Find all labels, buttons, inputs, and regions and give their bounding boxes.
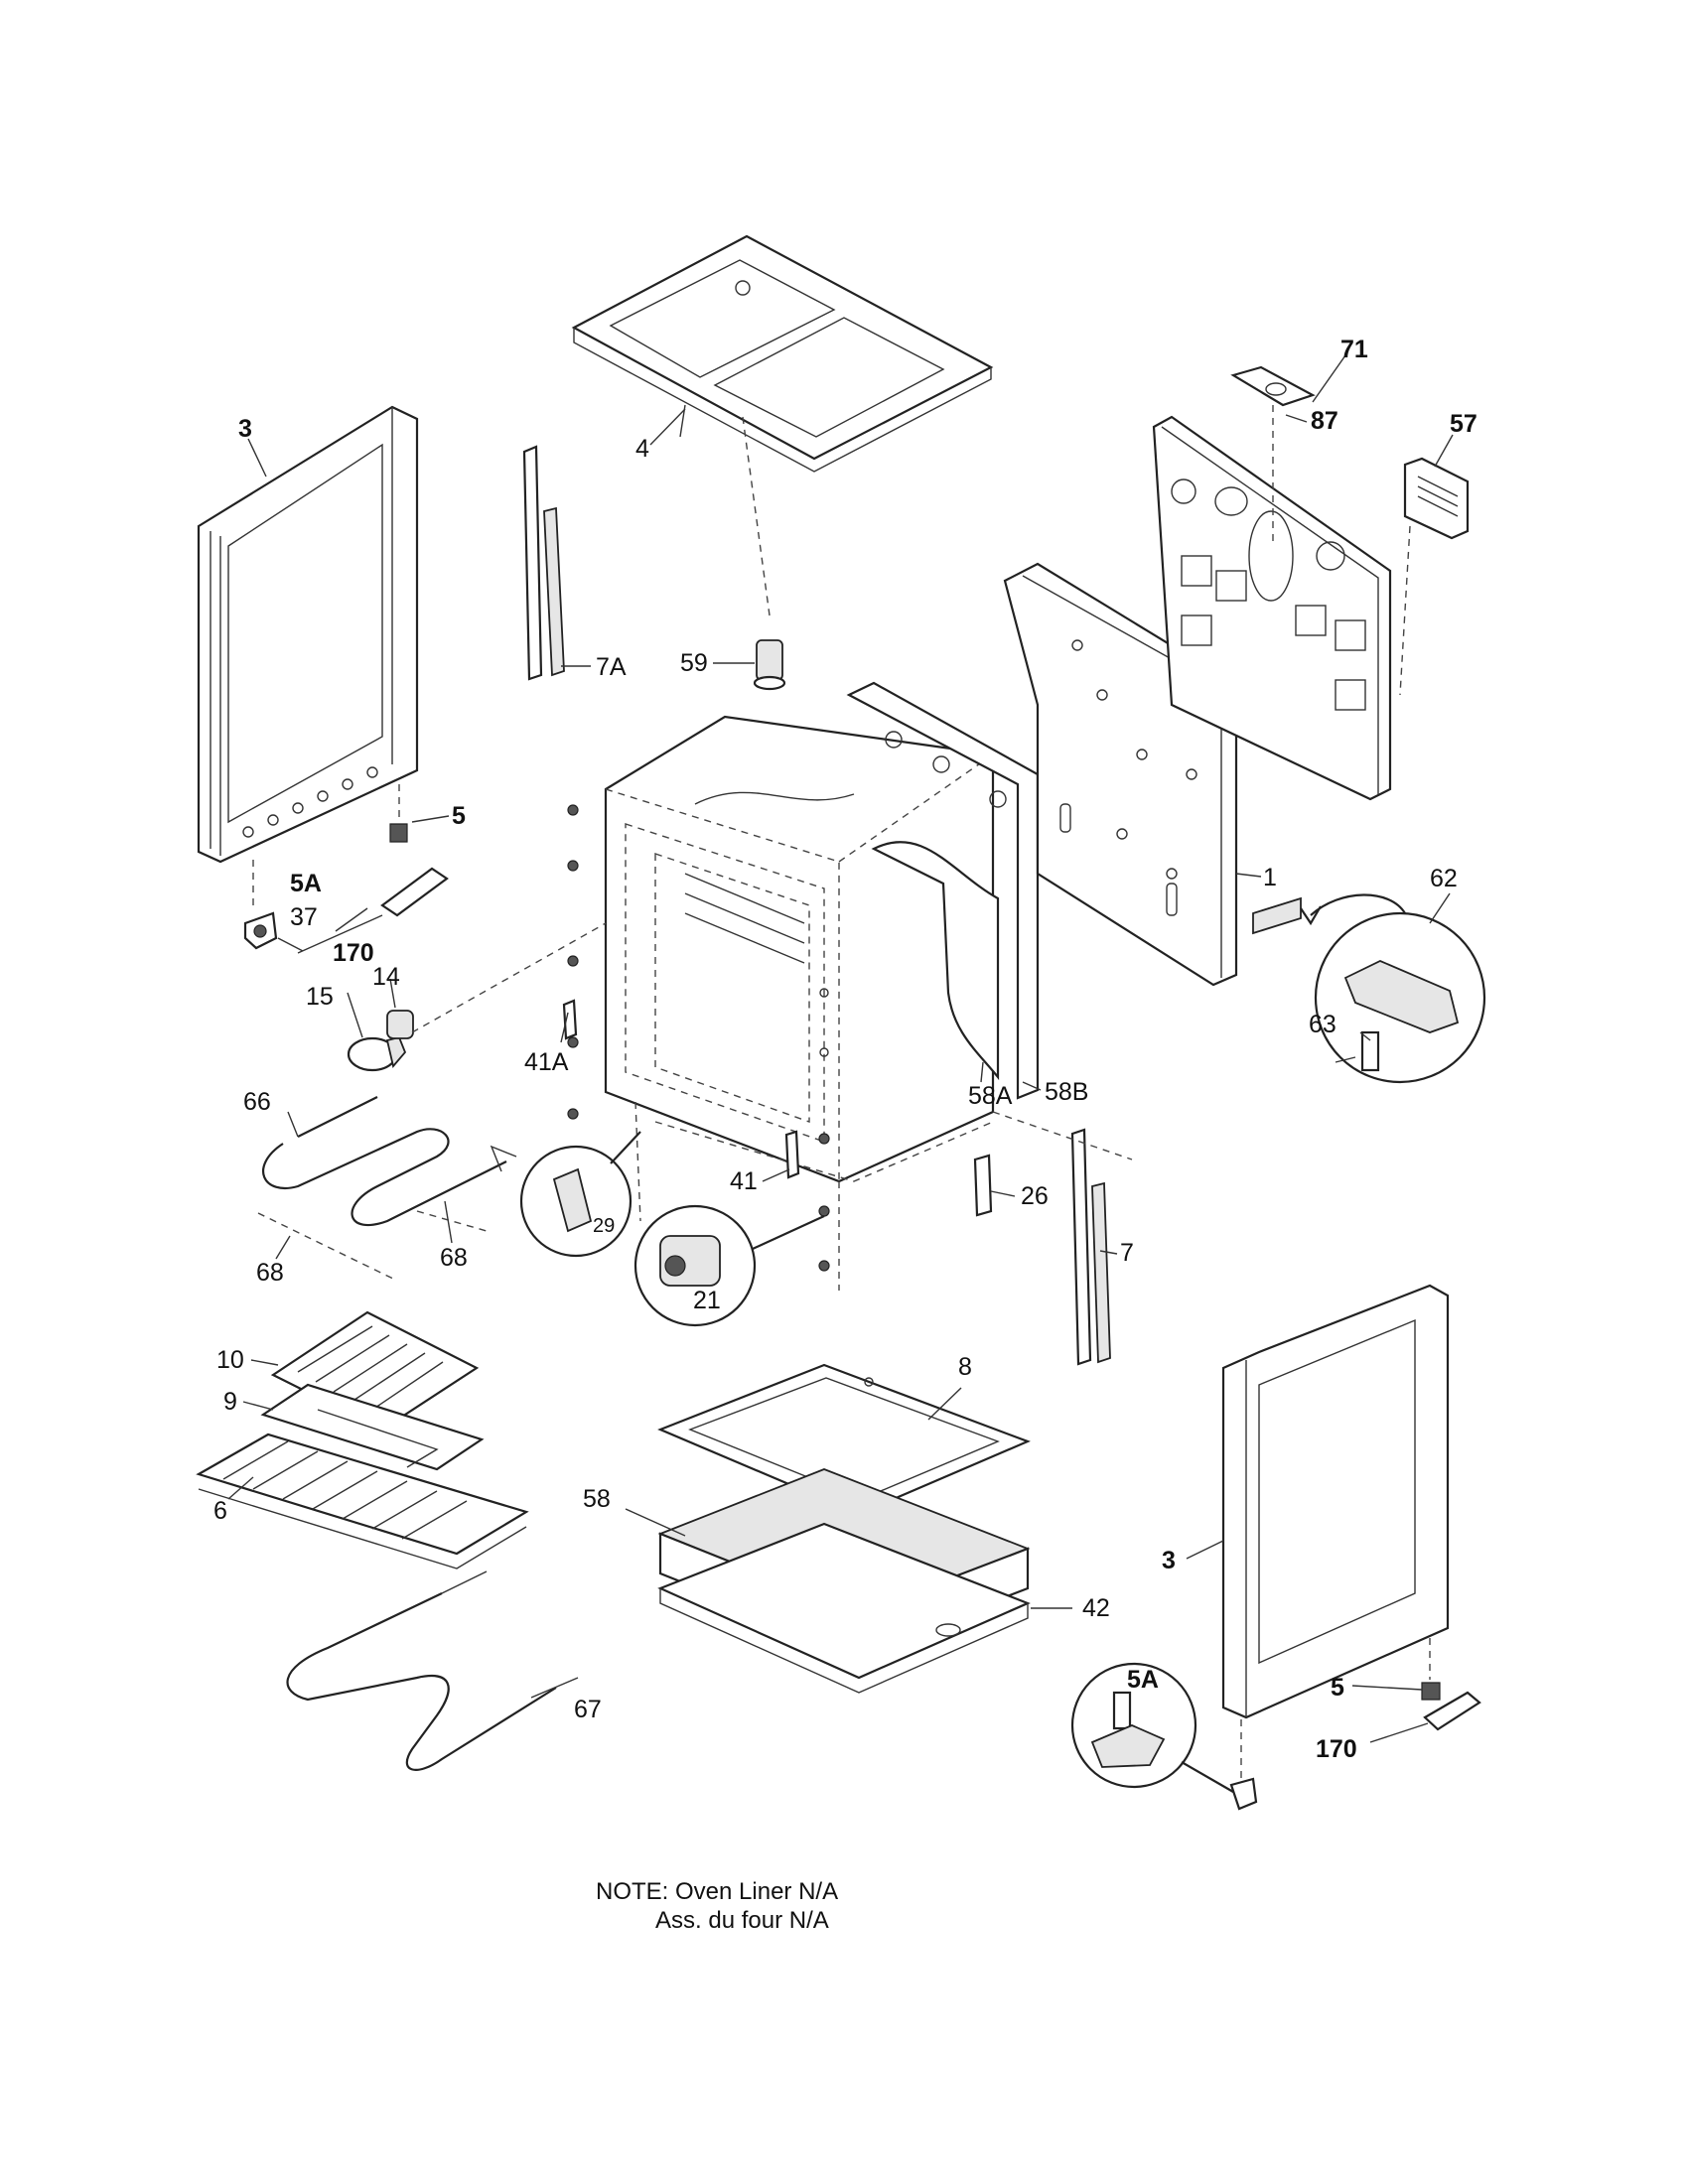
door-bottom-holes: [242, 766, 378, 838]
bracket-41: [784, 1130, 800, 1179]
connector-59: [753, 639, 786, 691]
part-labels: 3 4 7A 59 5 5A 37 170 14 15 41A 58A 58B …: [213, 336, 1477, 1763]
lamp-socket: [386, 1010, 414, 1039]
label-5A-right: 5A: [1127, 1666, 1159, 1694]
label-3-right: 3: [1162, 1547, 1176, 1574]
note-line-1: NOTE: Oven Liner N/A: [596, 1878, 838, 1905]
hinge-5-left: [389, 823, 408, 843]
label-5A-left: 5A: [290, 870, 322, 897]
label-3-left: 3: [238, 415, 252, 443]
hinge-receiver-170-right: [1423, 1691, 1481, 1731]
label-62: 62: [1430, 865, 1458, 892]
label-14: 14: [372, 963, 400, 991]
label-41: 41: [730, 1167, 758, 1195]
label-66: 66: [243, 1088, 271, 1116]
leader-line: [742, 416, 771, 616]
left-door: [197, 405, 419, 864]
label-6: 6: [213, 1497, 227, 1525]
back-panel-holes: [1059, 639, 1197, 916]
top-panel: [571, 234, 994, 473]
rear-cover: [1152, 415, 1392, 801]
label-57: 57: [1450, 410, 1477, 438]
label-8: 8: [958, 1353, 972, 1381]
label-7: 7: [1120, 1239, 1134, 1267]
label-4: 4: [635, 435, 649, 463]
label-leaders: [227, 354, 1454, 1743]
label-5-right: 5: [1331, 1674, 1344, 1702]
label-37: 37: [290, 903, 318, 931]
label-59: 59: [680, 649, 708, 677]
leader-line: [1399, 525, 1411, 696]
label-67: 67: [574, 1696, 602, 1723]
note-line-2: Ass. du four N/A: [655, 1907, 829, 1934]
label-9: 9: [223, 1388, 237, 1416]
clip-26: [973, 1154, 993, 1217]
label-63: 63: [1309, 1011, 1336, 1038]
drawer-bottom-42: [657, 1522, 1031, 1694]
detail-circle-62: [1300, 893, 1486, 1084]
cover-plate-57: [1403, 457, 1470, 540]
bracket-41A: [562, 999, 578, 1040]
right-door: [1221, 1284, 1450, 1719]
label-29: 29: [593, 1215, 615, 1237]
label-58: 58: [583, 1485, 611, 1513]
label-7A: 7A: [596, 653, 627, 681]
label-58A: 58A: [968, 1082, 1013, 1110]
label-41A: 41A: [524, 1048, 569, 1076]
hinge-receiver-170-left: [297, 867, 449, 954]
label-1: 1: [1263, 864, 1277, 891]
label-15: 15: [306, 983, 334, 1011]
leader-line: [411, 922, 607, 1033]
rack-support-7A: [522, 445, 565, 681]
label-68-right: 68: [440, 1244, 468, 1272]
broil-element: [262, 1096, 517, 1227]
oven-rack: [196, 1433, 529, 1570]
leader-line: [416, 1210, 488, 1232]
note-block: NOTE: Oven Liner N/A Ass. du four N/A: [596, 1878, 838, 1934]
label-71: 71: [1340, 336, 1368, 363]
oven-body: [604, 715, 995, 1291]
detail-circle-21: [633, 1204, 825, 1327]
broil-pan: [260, 1383, 485, 1471]
label-26: 26: [1021, 1182, 1049, 1210]
gasket-87: [1230, 365, 1316, 407]
vent-slots: [1181, 555, 1366, 711]
leader-line: [992, 1111, 1133, 1160]
rack-support-7: [1070, 1128, 1111, 1366]
terminal-block: [1252, 896, 1302, 935]
label-58B: 58B: [1045, 1078, 1088, 1106]
label-5-left: 5: [452, 802, 466, 830]
label-21: 21: [693, 1287, 721, 1314]
label-42: 42: [1082, 1594, 1110, 1622]
label-87: 87: [1311, 407, 1338, 435]
hinge-5A-left: [243, 911, 278, 950]
hinge-5A-right: [1229, 1777, 1258, 1811]
oven-lamp: [347, 1035, 407, 1072]
detail-circle-5A: [1070, 1662, 1234, 1793]
label-170-right: 170: [1316, 1735, 1357, 1763]
detail-circle-29: [519, 1131, 641, 1258]
insulation-58B: [846, 681, 1040, 1100]
insulation-58A: [694, 791, 1000, 1081]
label-10: 10: [216, 1346, 244, 1374]
label-68-left: 68: [256, 1259, 284, 1287]
hinge-5-right: [1421, 1682, 1441, 1701]
bake-element: [286, 1570, 557, 1771]
label-170-left: 170: [333, 939, 374, 967]
